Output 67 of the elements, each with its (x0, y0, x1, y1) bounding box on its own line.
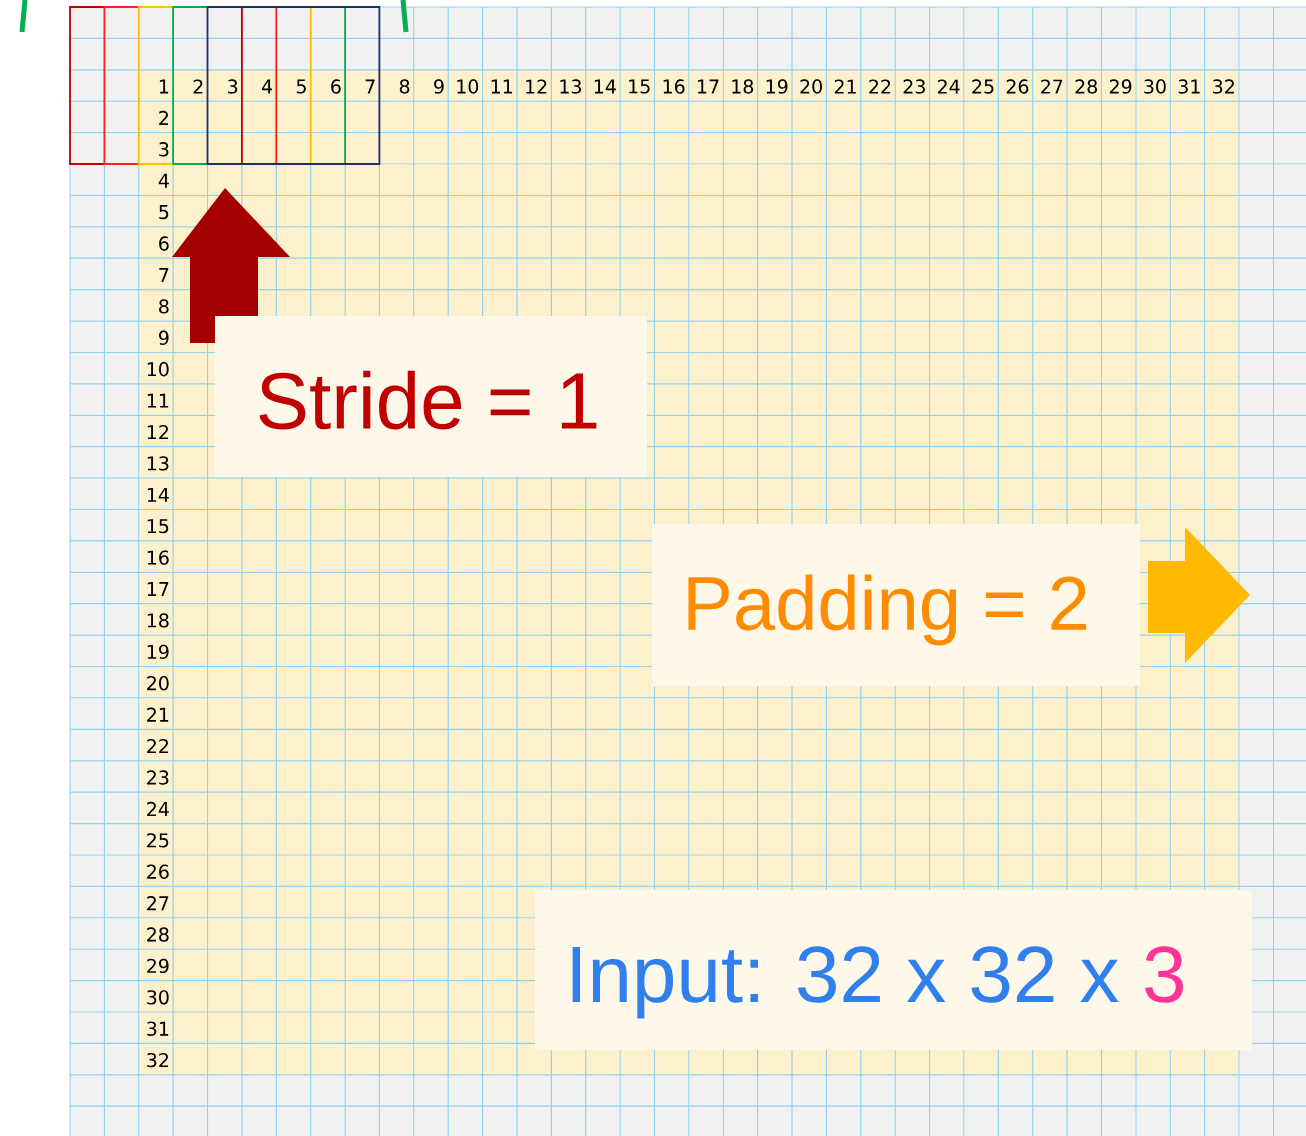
column-number: 26 (1006, 79, 1029, 94)
row-number: 24 (147, 801, 169, 816)
column-number: 25 (972, 79, 994, 94)
column-number: 8 (399, 79, 410, 94)
column-number: 24 (937, 79, 960, 94)
column-number: 29 (1109, 79, 1132, 94)
row-number: 11 (147, 393, 169, 408)
column-number: 28 (1075, 79, 1097, 94)
column-number: 18 (732, 79, 754, 94)
row-number: 31 (147, 1021, 169, 1036)
row-number: 13 (147, 456, 169, 471)
column-number: 19 (766, 79, 788, 94)
input-size-text: Input: 32 x 32 x (572, 946, 1119, 1019)
column-number: 13 (560, 79, 581, 94)
row-number: 23 (147, 770, 169, 785)
row-number: 7 (159, 268, 169, 282)
column-number: 11 (491, 79, 513, 94)
column-number: 3 (228, 79, 238, 94)
row-number: 30 (147, 990, 169, 1005)
row-number: 29 (147, 958, 169, 974)
column-number: 21 (834, 79, 856, 94)
row-number: 2 (159, 110, 168, 125)
column-number: 32 (1213, 79, 1234, 94)
column-number: 17 (698, 79, 719, 94)
column-number: 15 (629, 79, 650, 94)
column-number: 6 (331, 79, 341, 94)
row-number: 14 (147, 487, 169, 502)
row-number: 19 (147, 644, 169, 659)
column-number: 14 (594, 79, 616, 94)
row-number: 32 (147, 1052, 168, 1068)
row-number: 17 (147, 582, 169, 596)
row-number: 27 (147, 896, 169, 911)
row-number: 22 (147, 738, 168, 754)
row-number: 4 (158, 173, 169, 188)
row-number: 28 (147, 927, 169, 942)
column-number: 27 (1041, 79, 1063, 94)
row-number: 16 (147, 550, 169, 565)
padding-text: Padding = 2 (688, 574, 1087, 646)
column-number: 31 (1178, 79, 1200, 94)
column-number: 1 (159, 79, 169, 94)
row-number: 18 (147, 613, 169, 628)
column-number: 22 (869, 79, 891, 94)
row-number: 9 (159, 330, 169, 345)
row-number: 25 (147, 833, 169, 848)
channel-count: 3 (1145, 946, 1184, 1003)
row-number: 20 (147, 676, 169, 691)
row-number: 8 (159, 299, 169, 314)
column-number: 23 (903, 79, 925, 94)
column-number: 9 (434, 79, 444, 94)
column-number: 30 (1144, 79, 1166, 94)
column-number: 2 (193, 79, 203, 94)
column-number: 10 (457, 79, 479, 94)
column-number: 5 (296, 79, 306, 94)
column-number: 16 (663, 79, 685, 94)
column-number: 20 (800, 79, 822, 94)
row-number: 21 (147, 707, 169, 722)
row-number: 10 (147, 362, 169, 377)
column-number: 7 (365, 79, 375, 94)
row-number: 26 (147, 864, 169, 879)
stride-text: Stride = 1 (259, 370, 597, 430)
row-number: 6 (159, 236, 169, 251)
row-number: 12 (147, 424, 168, 440)
column-number: 12 (526, 79, 547, 94)
row-number: 3 (159, 142, 169, 157)
column-number: 4 (261, 79, 273, 94)
row-number: 15 (147, 519, 169, 534)
row-number: 5 (159, 205, 169, 220)
